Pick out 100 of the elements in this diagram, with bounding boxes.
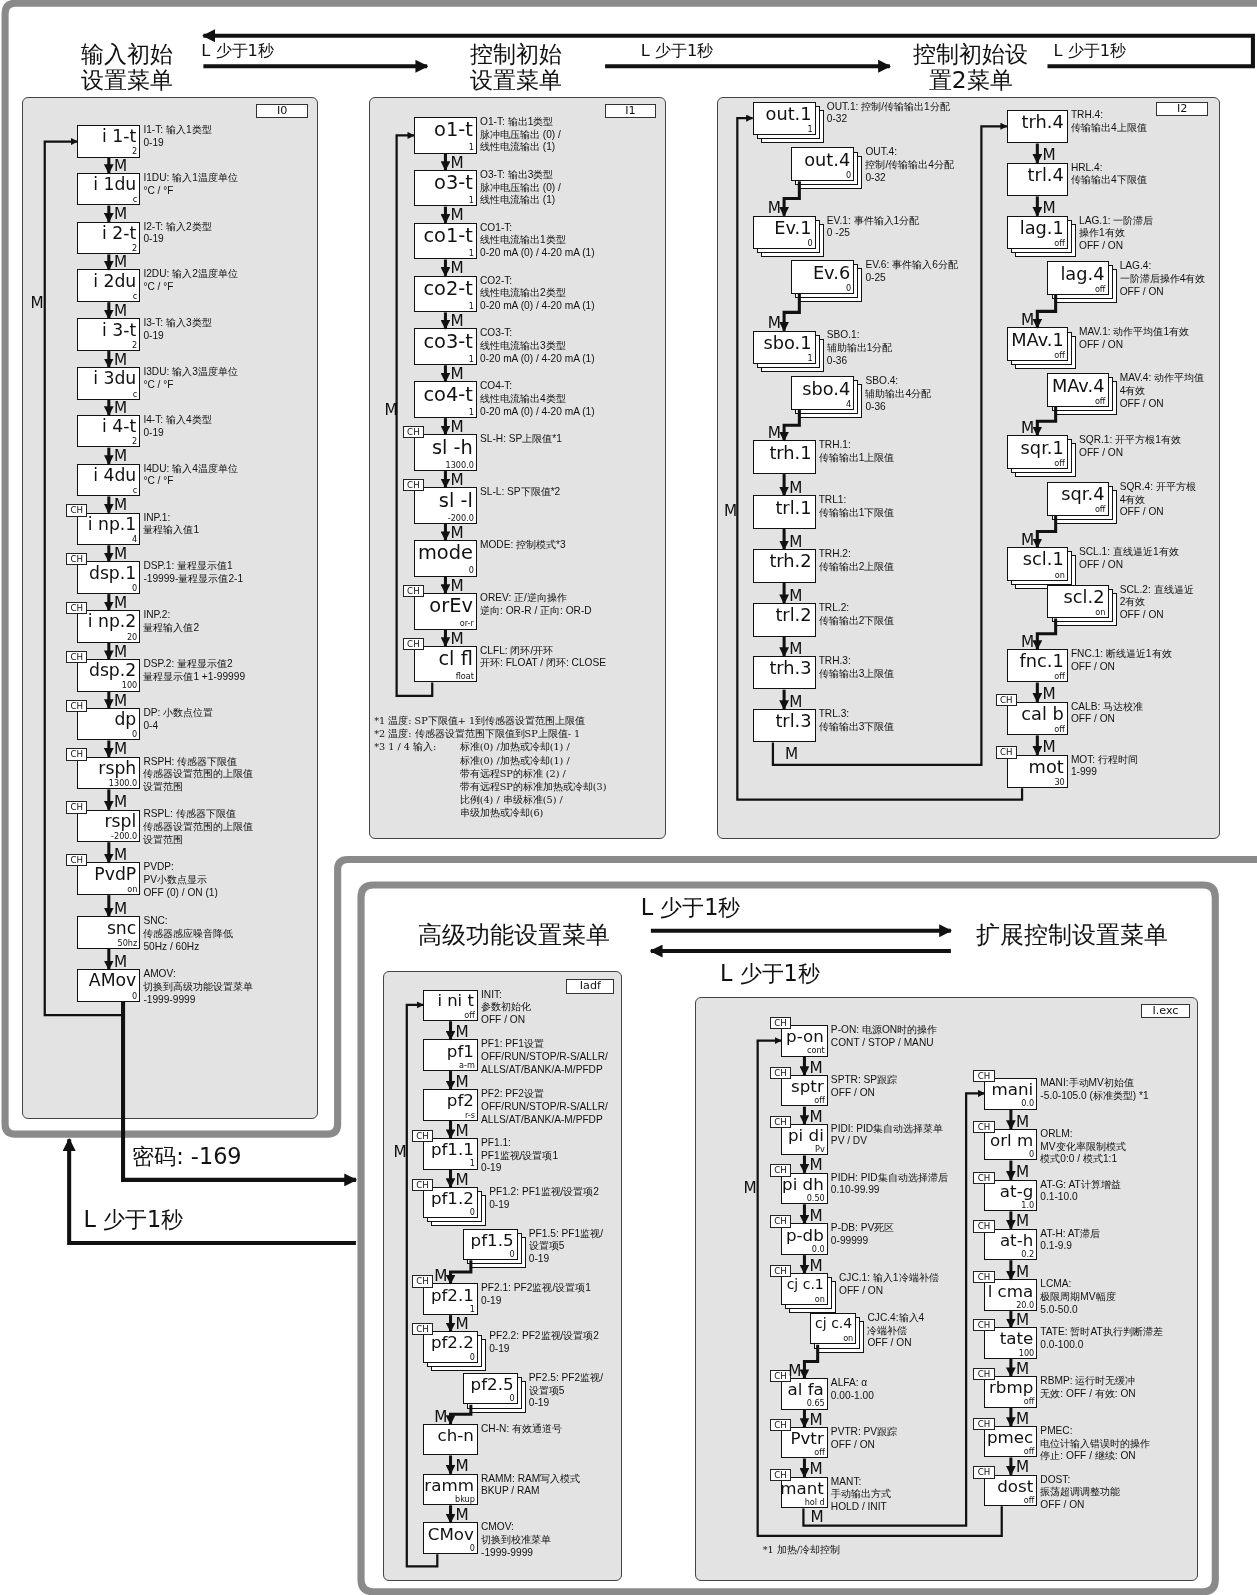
parameter-description: 0-20 mA (0) / 4-20 mA (1) (480, 352, 595, 366)
footnote: 比例(4) / 串级标准(5) / (459, 794, 563, 807)
parameter-description: I2DU: 输入2温度单位 (143, 268, 238, 281)
parameter-description: 参数初始化 (481, 1001, 531, 1014)
arrow (1006, 1260, 1016, 1281)
display-value: -200.0 (447, 513, 474, 523)
parameter-description: 0-19 (489, 1198, 510, 1211)
display-text: trh.3 (769, 658, 812, 679)
edge-label: M (393, 1144, 407, 1161)
display-box (77, 367, 141, 400)
parameter-description: 0 -25 (826, 227, 850, 240)
display-text: lag.1 (1019, 217, 1064, 239)
edge-label: M (767, 315, 781, 332)
arrow (440, 471, 451, 489)
display-text: out.1 (765, 104, 812, 125)
display-value: off (464, 1010, 475, 1021)
edge-label: 密码: -169 (132, 1145, 242, 1169)
arrow (62, 1137, 356, 1245)
display-value: off (1094, 396, 1106, 406)
display-box (752, 655, 816, 690)
edge-label: M (1015, 1213, 1030, 1230)
arrow (103, 594, 114, 612)
display-text: MAv.1 (1011, 329, 1064, 351)
display-box (423, 1473, 478, 1506)
channel-tag: CH (973, 1319, 995, 1332)
display-box (984, 1228, 1038, 1261)
display-box (77, 610, 141, 643)
parameter-description: SL-H: SP上限值*1 (480, 433, 562, 446)
display-value: c (132, 291, 138, 301)
display-value: cont (807, 1046, 825, 1056)
display-value: bkup (455, 1494, 475, 1505)
display-box (752, 549, 816, 583)
edge-label: M (455, 1073, 469, 1090)
parameter-description: SCL.1: 直线逼近1有效 (1079, 546, 1179, 559)
display-box (77, 561, 141, 594)
display-text: pf1.1 (430, 1140, 474, 1160)
parameter-description: DSP.2: 量程显示值2 (143, 658, 233, 671)
display-text: snc (106, 918, 137, 939)
parameter-description: PF1.5: PF1监视/ (528, 1227, 603, 1240)
parameter-description: 线性电流输出1类型 (480, 234, 566, 247)
display-box (423, 1186, 478, 1219)
arrow (779, 529, 789, 551)
parameter-description: 操作1有效 (1079, 227, 1125, 240)
display-value: a-m (459, 1060, 475, 1070)
parameter-description: TRH.4: (1070, 108, 1104, 121)
parameter-description: RSPL: 传感器下限值 (143, 808, 236, 821)
parameter-description: 极限周期MV幅度 (1040, 1291, 1116, 1304)
parameter-description: 传感器感应噪音降低 (143, 928, 234, 941)
arrow (103, 691, 114, 709)
display-value: off (1094, 505, 1106, 515)
display-value: off (1094, 284, 1106, 294)
edge-label: L 少于1秒 (640, 41, 714, 59)
display-box (77, 221, 141, 255)
display-text: rspl (104, 811, 137, 832)
display-box (781, 1223, 828, 1255)
edge-label: M (450, 366, 464, 383)
parameter-description: TRL1: (818, 494, 847, 507)
parameter-description: AT-H: AT滞后 (1040, 1227, 1101, 1240)
arrow (1006, 1211, 1016, 1230)
parameter-description: 50Hz / 60Hz (143, 940, 200, 953)
arrow (103, 789, 114, 811)
parameter-description: °C / °F (143, 281, 174, 294)
display-text: dp (114, 710, 137, 730)
display-text: orl m (989, 1131, 1034, 1151)
arrow (405, 1001, 439, 1568)
parameter-description: DSP.1: 量程显示值1 (143, 560, 233, 573)
parameter-description: OFF / ON (1119, 397, 1164, 410)
display-text: mot (1028, 756, 1064, 778)
display-value: 2 (132, 437, 138, 447)
display-text: tate (999, 1329, 1034, 1349)
edge-label: M (724, 503, 738, 520)
display-text: pi dh (782, 1174, 824, 1194)
display-text: mant (780, 1478, 824, 1498)
channel-tag: CH (973, 1271, 995, 1284)
parameter-description: 0-19 (489, 1342, 510, 1356)
parameter-description: 线性电流输出 (1) (480, 141, 556, 154)
edge-label: M (113, 351, 128, 368)
display-box (984, 1474, 1038, 1507)
menu-title: 扩展控制设置菜单 (974, 921, 1169, 949)
parameter-description: 0-20 mA (0) / 4-20 mA (1) (480, 405, 595, 418)
parameter-description: CH-N: 有效通道号 (481, 1422, 563, 1435)
parameter-description: BKUP / RAM (481, 1485, 540, 1498)
edge-label: M (434, 1268, 448, 1285)
display-value: 0.50 (806, 1193, 825, 1204)
parameter-description: 0-20 mA (0) / 4-20 mA (1) (480, 247, 595, 260)
arrow (440, 418, 451, 436)
parameter-description: 辅助输出1分配 (826, 342, 893, 355)
display-box (1006, 327, 1068, 361)
display-text: i 3du (93, 369, 137, 390)
parameter-description: OFF / ON (867, 1337, 912, 1350)
display-box (781, 1378, 828, 1410)
display-box (413, 487, 477, 524)
parameter-description: SBO.1: (826, 329, 860, 342)
edge-label: M (810, 1509, 824, 1526)
parameter-description: 传输输出3上限值 (818, 667, 895, 680)
parameter-description: 模式0:0 / 模式1:1 (1040, 1153, 1118, 1166)
parameter-description: SL-L: SP下限值*2 (480, 486, 561, 499)
edge-label: M (789, 533, 803, 550)
arrow (202, 29, 1255, 69)
parameter-description: CJC.1: 输入1冷端补偿 (839, 1272, 939, 1285)
